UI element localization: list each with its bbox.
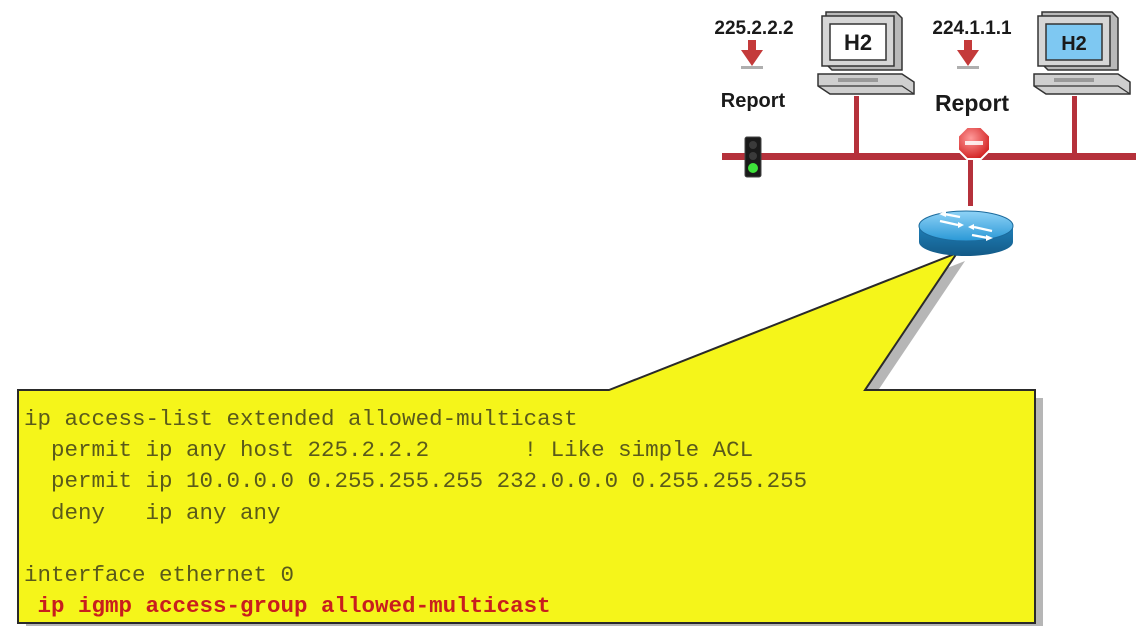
host-1: H2	[817, 11, 915, 95]
router-drop-line	[968, 158, 973, 206]
lan-bus	[722, 153, 1136, 160]
config-line: interface ethernet 0	[24, 561, 295, 588]
config-line: permit ip any host 225.2.2.2 ! Like simp…	[24, 437, 754, 464]
down-arrow-icon	[957, 40, 979, 69]
host-drop-line	[1072, 96, 1077, 156]
report-label: Report	[721, 90, 786, 112]
config-line	[24, 529, 1024, 560]
config-line-highlight: ip igmp access-group allowed-multicast	[24, 593, 551, 620]
host-2: H2	[1033, 11, 1131, 95]
group-address: 225.2.2.2	[714, 18, 793, 39]
group-address: 224.1.1.1	[932, 18, 1012, 39]
router-config: ip access-list extended allowed-multicas…	[24, 404, 1024, 622]
config-line: deny ip any any	[24, 499, 281, 526]
host-label: H2	[844, 30, 872, 55]
config-callout	[17, 250, 1043, 626]
host-label: H2	[1061, 33, 1087, 55]
host-screen	[1045, 23, 1103, 61]
report-label: Report	[935, 90, 1009, 116]
config-line: ip access-list extended allowed-multicas…	[24, 406, 578, 432]
host-drop-line	[854, 96, 859, 156]
traffic-light-green-icon	[744, 136, 762, 178]
callout-body	[17, 250, 1036, 624]
desktop-computer-icon	[817, 11, 915, 95]
down-arrow-icon	[741, 40, 763, 69]
desktop-computer-icon	[1033, 11, 1131, 95]
stop-sign-icon	[957, 126, 991, 160]
host-screen	[829, 23, 887, 61]
router-icon	[918, 210, 1014, 256]
config-line: permit ip 10.0.0.0 0.255.255.255 232.0.0…	[24, 468, 808, 495]
